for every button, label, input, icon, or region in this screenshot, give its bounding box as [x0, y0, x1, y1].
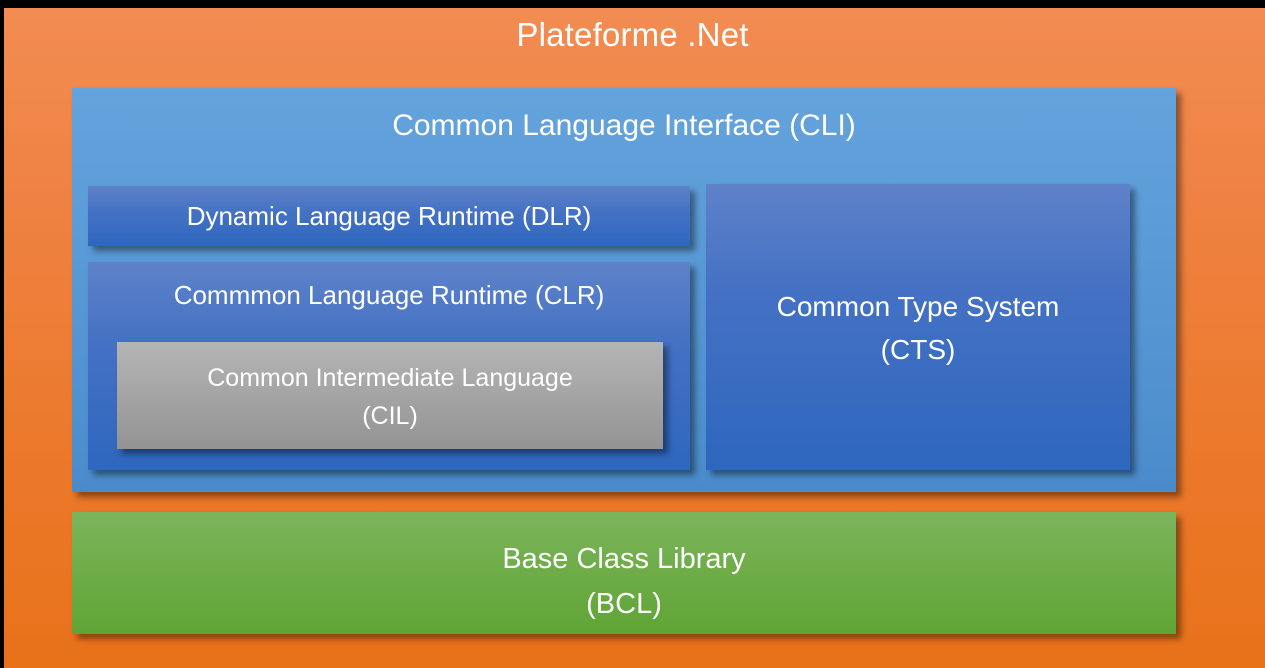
layer-box-bcl[interactable]: Base Class Library (BCL): [72, 512, 1176, 634]
layer-label-bcl: Base Class Library (BCL): [502, 543, 746, 620]
layer-box-cil[interactable]: Common Intermediate Language (CIL): [117, 342, 663, 449]
layer-box-cts[interactable]: Common Type System (CTS): [706, 184, 1130, 470]
layer-box-dlr[interactable]: Dynamic Language Runtime (DLR): [88, 186, 690, 246]
page-title: Plateforme .Net: [516, 16, 749, 53]
layer-label-clr: Commmon Language Runtime (CLR): [173, 280, 605, 310]
layer-label-dlr: Dynamic Language Runtime (DLR): [186, 201, 592, 231]
layer-label-cts: Common Type System (CTS): [776, 291, 1060, 365]
layer-label-cli: Common Language Interface (CLI): [392, 109, 856, 142]
layer-label-cil: Common Intermediate Language (CIL): [207, 364, 573, 430]
